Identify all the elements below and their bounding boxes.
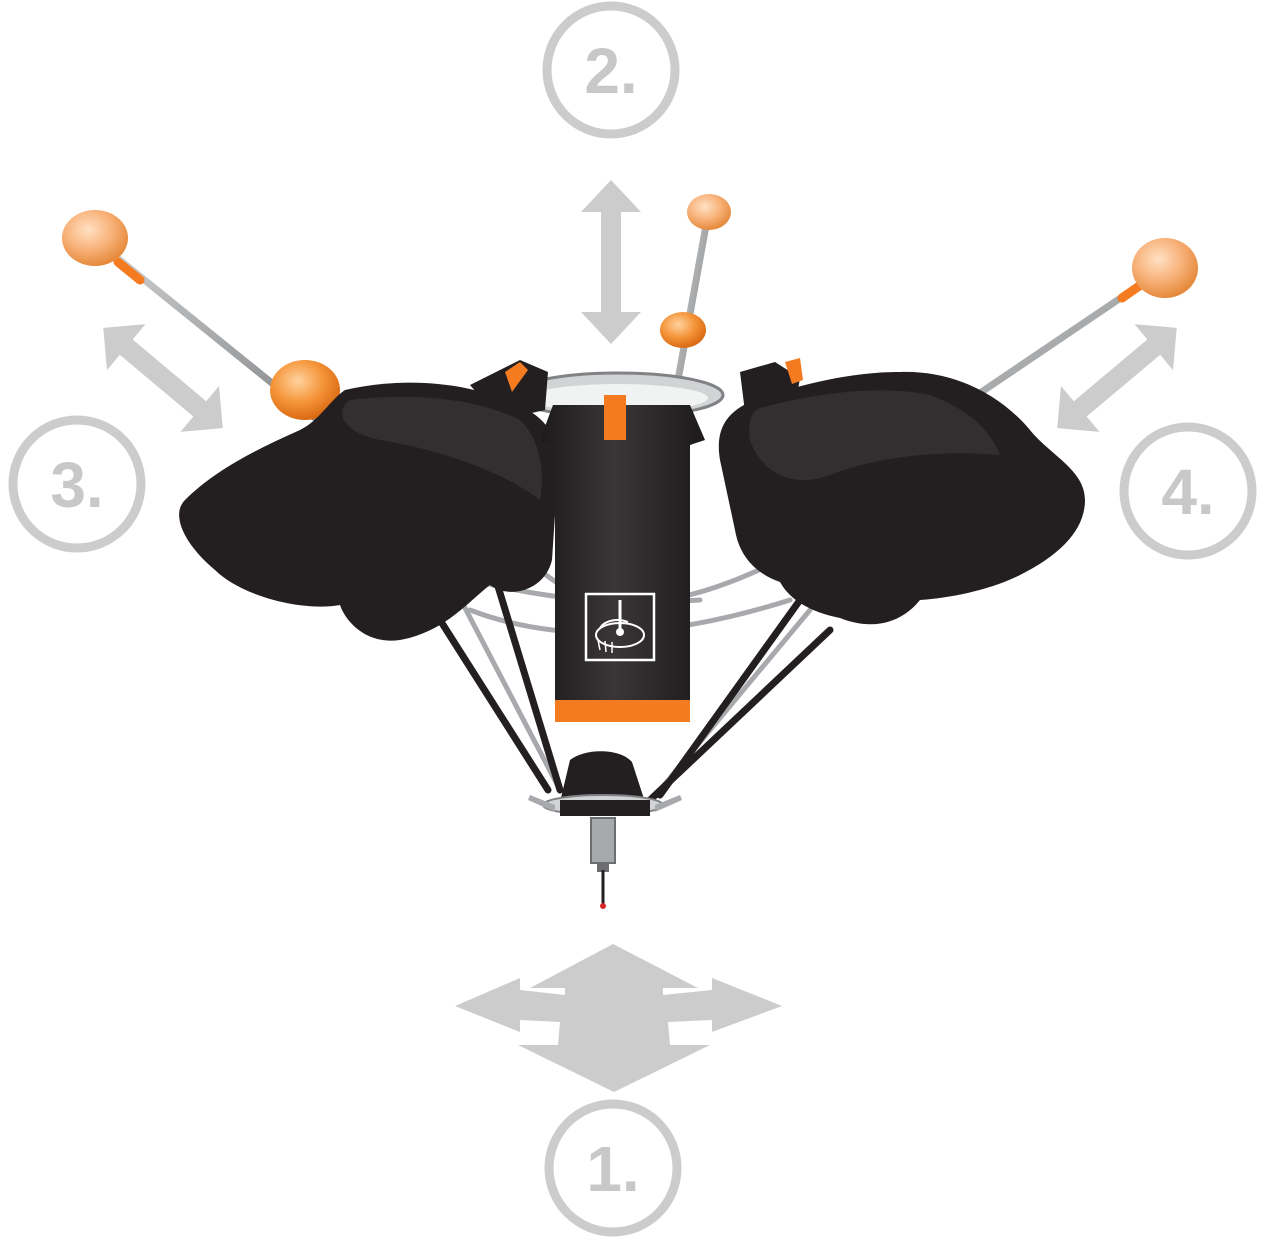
step-1-group: 1. <box>455 944 782 1232</box>
step-2-group: 2. <box>547 6 675 344</box>
step-3-label: 3. <box>50 449 103 521</box>
step-4-label: 4. <box>1161 456 1214 528</box>
knob-top-upper[interactable] <box>687 194 731 230</box>
stylus-tip <box>600 903 606 909</box>
four-way-cross-arrow-icon <box>455 944 782 1092</box>
vertical-double-arrow-icon <box>581 180 641 344</box>
knob-top-lower[interactable] <box>660 312 706 348</box>
center-orange-tab <box>604 395 626 440</box>
stylus <box>591 818 615 909</box>
probe-device <box>62 194 1198 909</box>
step-2-label: 2. <box>584 35 637 107</box>
body-orange-band <box>555 700 690 722</box>
step-1-label: 1. <box>586 1133 639 1205</box>
central-body <box>540 405 705 700</box>
rod-top <box>660 194 731 380</box>
knob-right-top[interactable] <box>1132 238 1198 298</box>
knob-left-top[interactable] <box>62 210 128 266</box>
